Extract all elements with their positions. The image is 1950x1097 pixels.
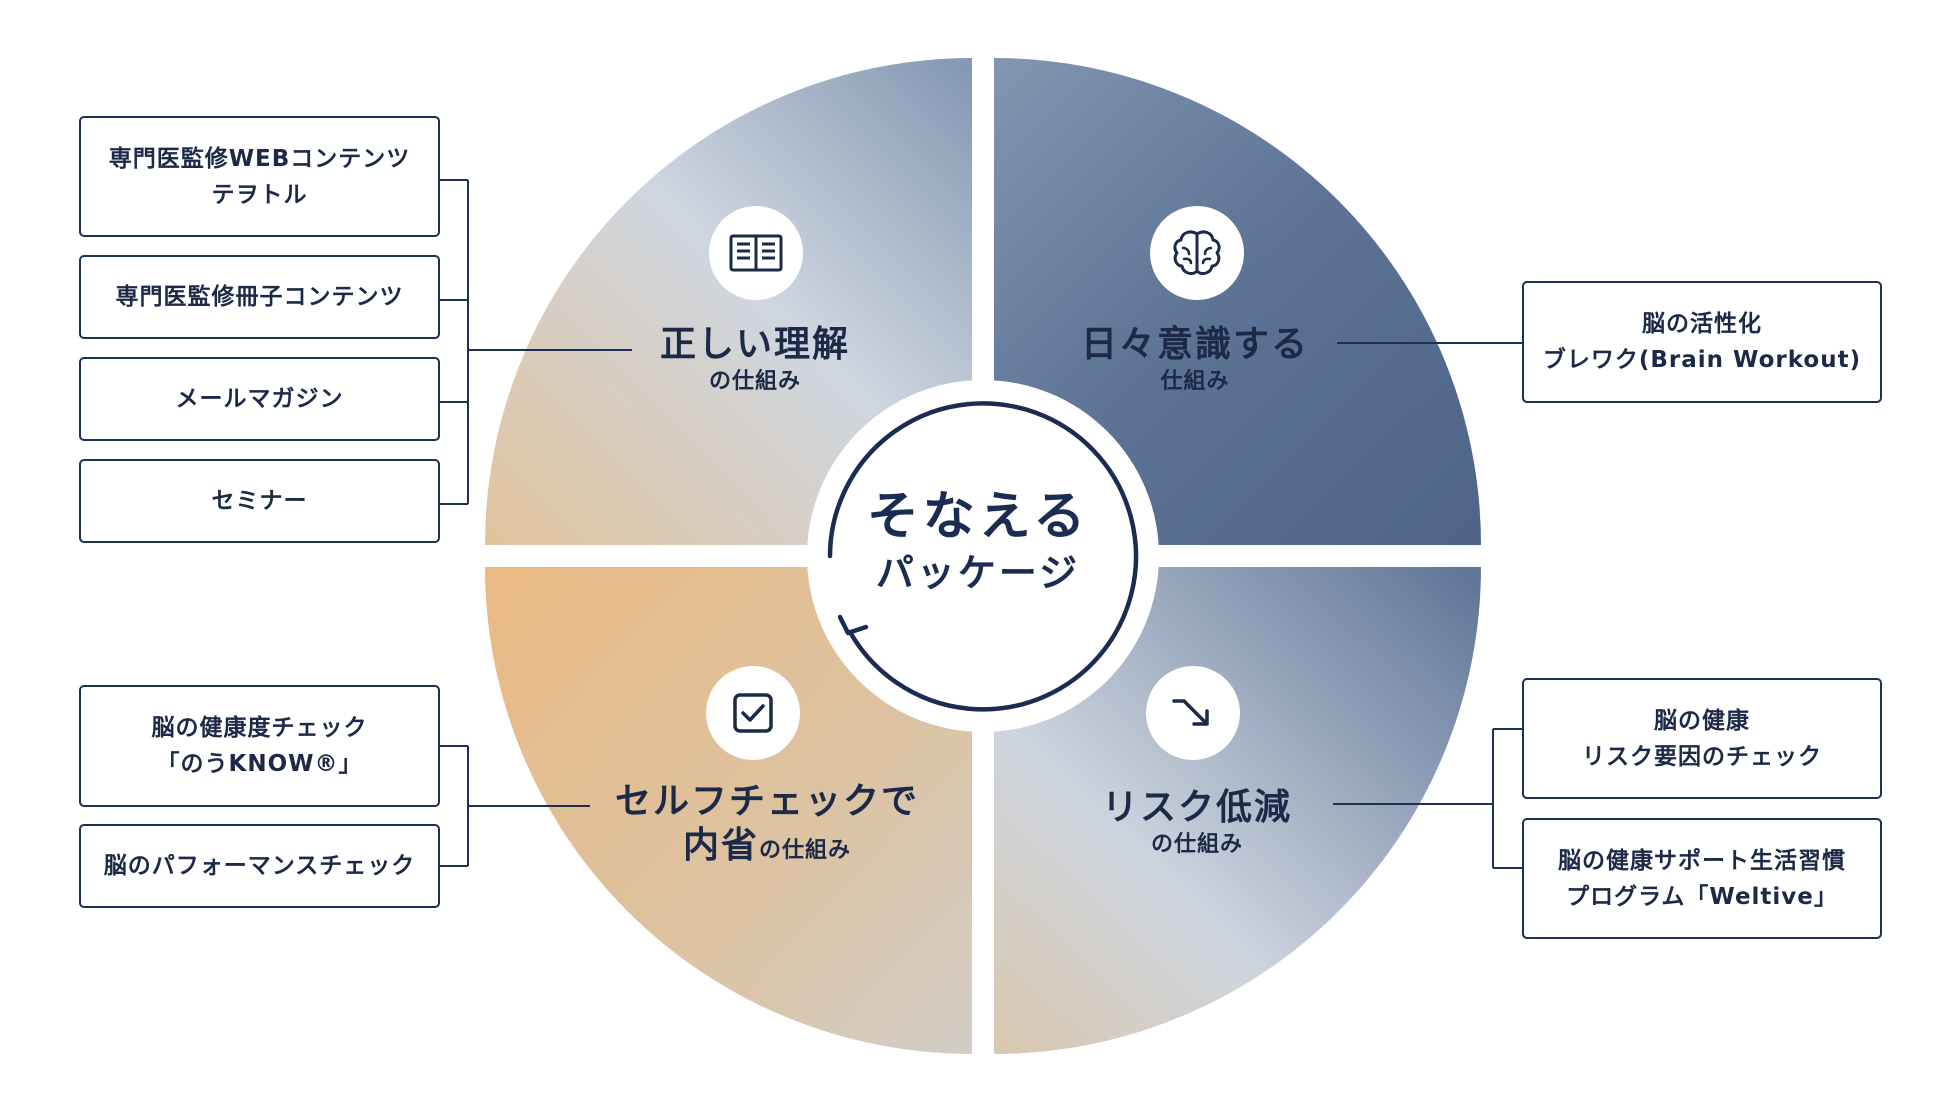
quadrant-label-risk: リスク低減 の仕組み (1102, 786, 1292, 860)
content-box-performance-check: 脳のパフォーマンスチェック (79, 824, 440, 908)
center-title-sub: パッケージ (875, 551, 1081, 595)
box-line: 「のうKNOW®」 (156, 751, 363, 777)
book-icon-badge (709, 206, 803, 300)
box-line: 脳の健康 (1654, 707, 1750, 734)
box-line: 脳の活性化 (1642, 311, 1762, 337)
box-line: 脳の健康サポート生活習慣 (1558, 847, 1846, 874)
quadrant-label-selfcheck: セルフチェックで 内省の仕組み (615, 780, 919, 868)
quadrant-label-understand: 正しい理解 の仕組み (660, 323, 850, 397)
content-box-web: 専門医監修WEBコンテンツ テヲトル (79, 116, 440, 237)
book-icon (729, 234, 783, 272)
box-line: テヲトル (211, 181, 308, 208)
trend-down-icon-badge (1146, 666, 1240, 760)
quadrant-title-line1: セルフチェックで (614, 781, 920, 822)
checkbox-icon-badge (706, 666, 800, 760)
quadrant-selfcheck (485, 567, 972, 1054)
content-box-weltive: 脳の健康サポート生活習慣 プログラム「Weltive」 (1522, 818, 1882, 939)
box-line: 脳の健康度チェック (151, 715, 368, 741)
quadrant-title: 正しい理解 (659, 324, 851, 365)
center-disc (807, 380, 1159, 732)
box-line: プログラム「Weltive」 (1566, 883, 1838, 910)
quadrant-title-line2: 内省 (682, 825, 759, 866)
box-line: リスク要因のチェック (1582, 743, 1822, 770)
content-box-booklet: 専門医監修冊子コンテンツ (79, 255, 440, 339)
cycle-arrowhead (837, 614, 869, 636)
center-title-main: そなえる (866, 487, 1090, 547)
quadrant-subtitle: の仕組み (758, 838, 852, 863)
box-line: 専門医監修冊子コンテンツ (115, 284, 404, 310)
quadrant-understand (485, 58, 972, 545)
checkbox-icon (733, 693, 773, 733)
center-title: そなえる パッケージ (867, 486, 1089, 598)
cycle-ring (827, 401, 1139, 712)
content-box-mail-magazine: メールマガジン (79, 357, 440, 441)
connector-left-bottom (440, 745, 590, 867)
box-line: 専門医監修WEBコンテンツ (108, 145, 411, 172)
content-box-risk-check: 脳の健康 リスク要因のチェック (1522, 678, 1882, 799)
brain-icon-badge (1150, 206, 1244, 300)
quadrant-label-daily: 日々意識する 仕組み (1081, 323, 1309, 397)
trend-down-icon (1172, 699, 1209, 726)
connector-left-top (440, 179, 632, 505)
box-line: メールマガジン (175, 386, 344, 412)
quadrant-subtitle: の仕組み (1150, 832, 1244, 857)
brain-icon (1173, 230, 1221, 275)
connector-right-bottom (1333, 728, 1522, 869)
box-line: セミナー (211, 488, 308, 514)
content-box-nouknow: 脳の健康度チェック 「のうKNOW®」 (79, 685, 440, 807)
box-line: ブレワク(Brain Workout) (1542, 347, 1862, 373)
box-line: 脳のパフォーマンスチェック (103, 853, 416, 879)
quadrant-subtitle: の仕組み (708, 369, 802, 394)
content-box-brain-workout: 脳の活性化 ブレワク(Brain Workout) (1522, 281, 1882, 403)
quadrant-subtitle: 仕組み (1160, 369, 1230, 394)
content-box-seminar: セミナー (79, 459, 440, 543)
quadrant-risk (994, 567, 1481, 1054)
quadrant-title: 日々意識する (1080, 324, 1310, 365)
quadrant-daily (994, 58, 1481, 545)
quadrant-title: リスク低減 (1101, 787, 1293, 828)
